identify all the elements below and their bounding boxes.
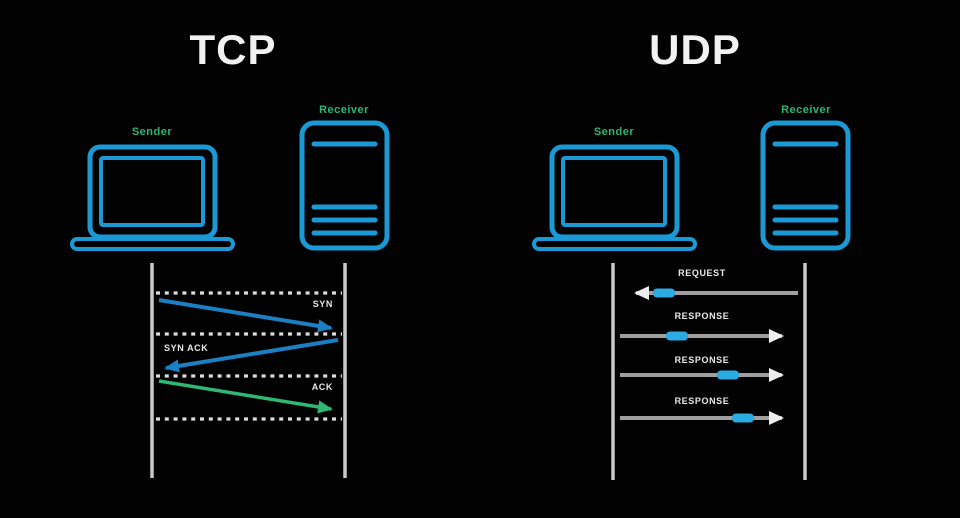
ack-arrow — [158, 379, 333, 414]
laptop-screen-inner — [99, 156, 205, 227]
response-label: RESPONSE — [674, 311, 730, 321]
packet — [653, 288, 675, 298]
packet — [732, 413, 754, 423]
tcp-sender-label: Sender — [131, 126, 173, 138]
syn-arrow — [158, 298, 333, 333]
tcp-title: TCP — [189, 26, 277, 73]
udp-sequence-diagram — [611, 263, 807, 480]
udp-receiver-label: Receiver — [781, 104, 831, 116]
laptop-base — [70, 237, 235, 251]
response-label: RESPONSE — [674, 355, 730, 365]
laptop-icon — [70, 144, 235, 251]
laptop-base — [532, 237, 697, 251]
server-body — [299, 120, 390, 251]
server-body — [760, 120, 851, 251]
server-icon — [760, 120, 851, 251]
syn-ack-label: SYN ACK — [164, 343, 209, 353]
laptop-icon — [532, 144, 697, 251]
packet — [717, 370, 739, 380]
request-label: REQUEST — [678, 268, 726, 278]
tcp-receiver-label: Receiver — [319, 104, 369, 116]
packet — [666, 331, 688, 341]
laptop-screen-inner — [561, 156, 667, 227]
syn-label: SYN — [312, 299, 333, 309]
udp-title: UDP — [649, 26, 741, 73]
ack-label: ACK — [311, 382, 333, 392]
server-icon — [299, 120, 390, 251]
udp-sender-label: Sender — [593, 126, 635, 138]
tcp-sequence-diagram — [150, 263, 347, 478]
response-label: RESPONSE — [674, 396, 730, 406]
syn-ack-arrow — [164, 338, 339, 373]
